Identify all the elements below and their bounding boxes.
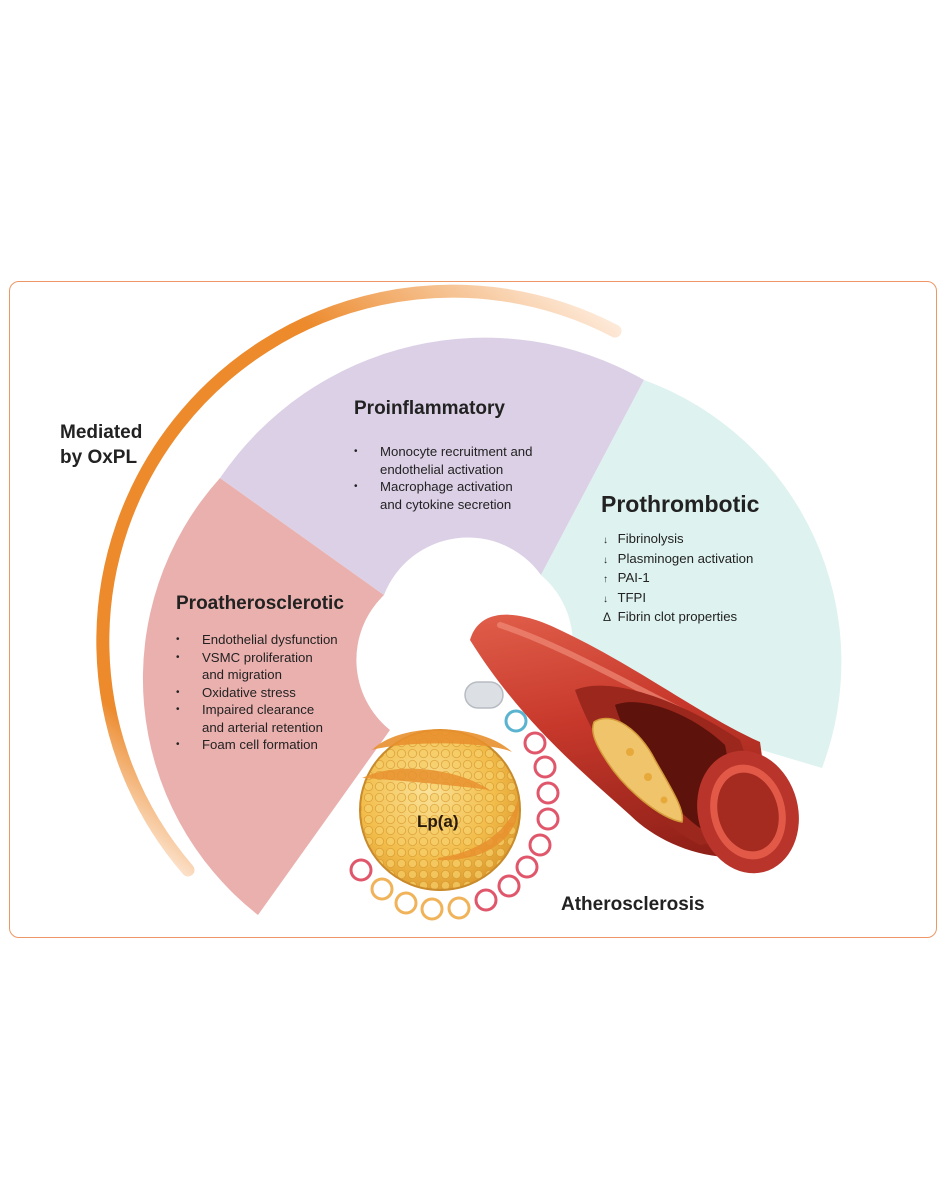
list-item: Foam cell formation: [176, 736, 366, 754]
list-item: Oxidative stress: [176, 684, 366, 702]
delta-icon: Δ: [603, 610, 612, 624]
plaque: [592, 717, 684, 823]
arrow-down-icon: ↓: [603, 535, 608, 546]
list-item: ↓ Fibrinolysis: [603, 530, 753, 550]
proinflammatory-title: Proinflammatory: [354, 398, 505, 419]
lpa-label: Lp(a): [417, 812, 459, 831]
artery-illustration: [470, 614, 799, 874]
proatherosclerotic-list: Endothelial dysfunction VSMC proliferati…: [176, 631, 366, 754]
list-item: ↓ TFPI: [603, 589, 753, 609]
lpa-particle: [359, 729, 521, 891]
prothrombotic-list: ↓ Fibrinolysis ↓ Plasminogen activation …: [603, 530, 753, 627]
mediated-arc: [96, 284, 622, 877]
list-item: ↑ PAI-1: [603, 569, 753, 589]
mediated-label: Mediated by OxPL: [60, 422, 143, 468]
atherosclerosis-label: Atherosclerosis: [561, 894, 705, 915]
arrow-down-icon: ↓: [603, 593, 608, 605]
list-item: ↓ Plasminogen activation: [603, 550, 753, 570]
proatherosclerotic-title: Proatherosclerotic: [176, 593, 344, 614]
prothrombotic-title: Prothrombotic: [601, 491, 760, 517]
arrow-down-icon: ↓: [603, 554, 608, 566]
arrow-up-icon: ↑: [603, 574, 608, 585]
list-item: Δ Fibrin clot properties: [603, 608, 753, 627]
list-item: Endothelial dysfunction: [176, 631, 366, 649]
apolipoprotein-chain: [349, 681, 560, 921]
